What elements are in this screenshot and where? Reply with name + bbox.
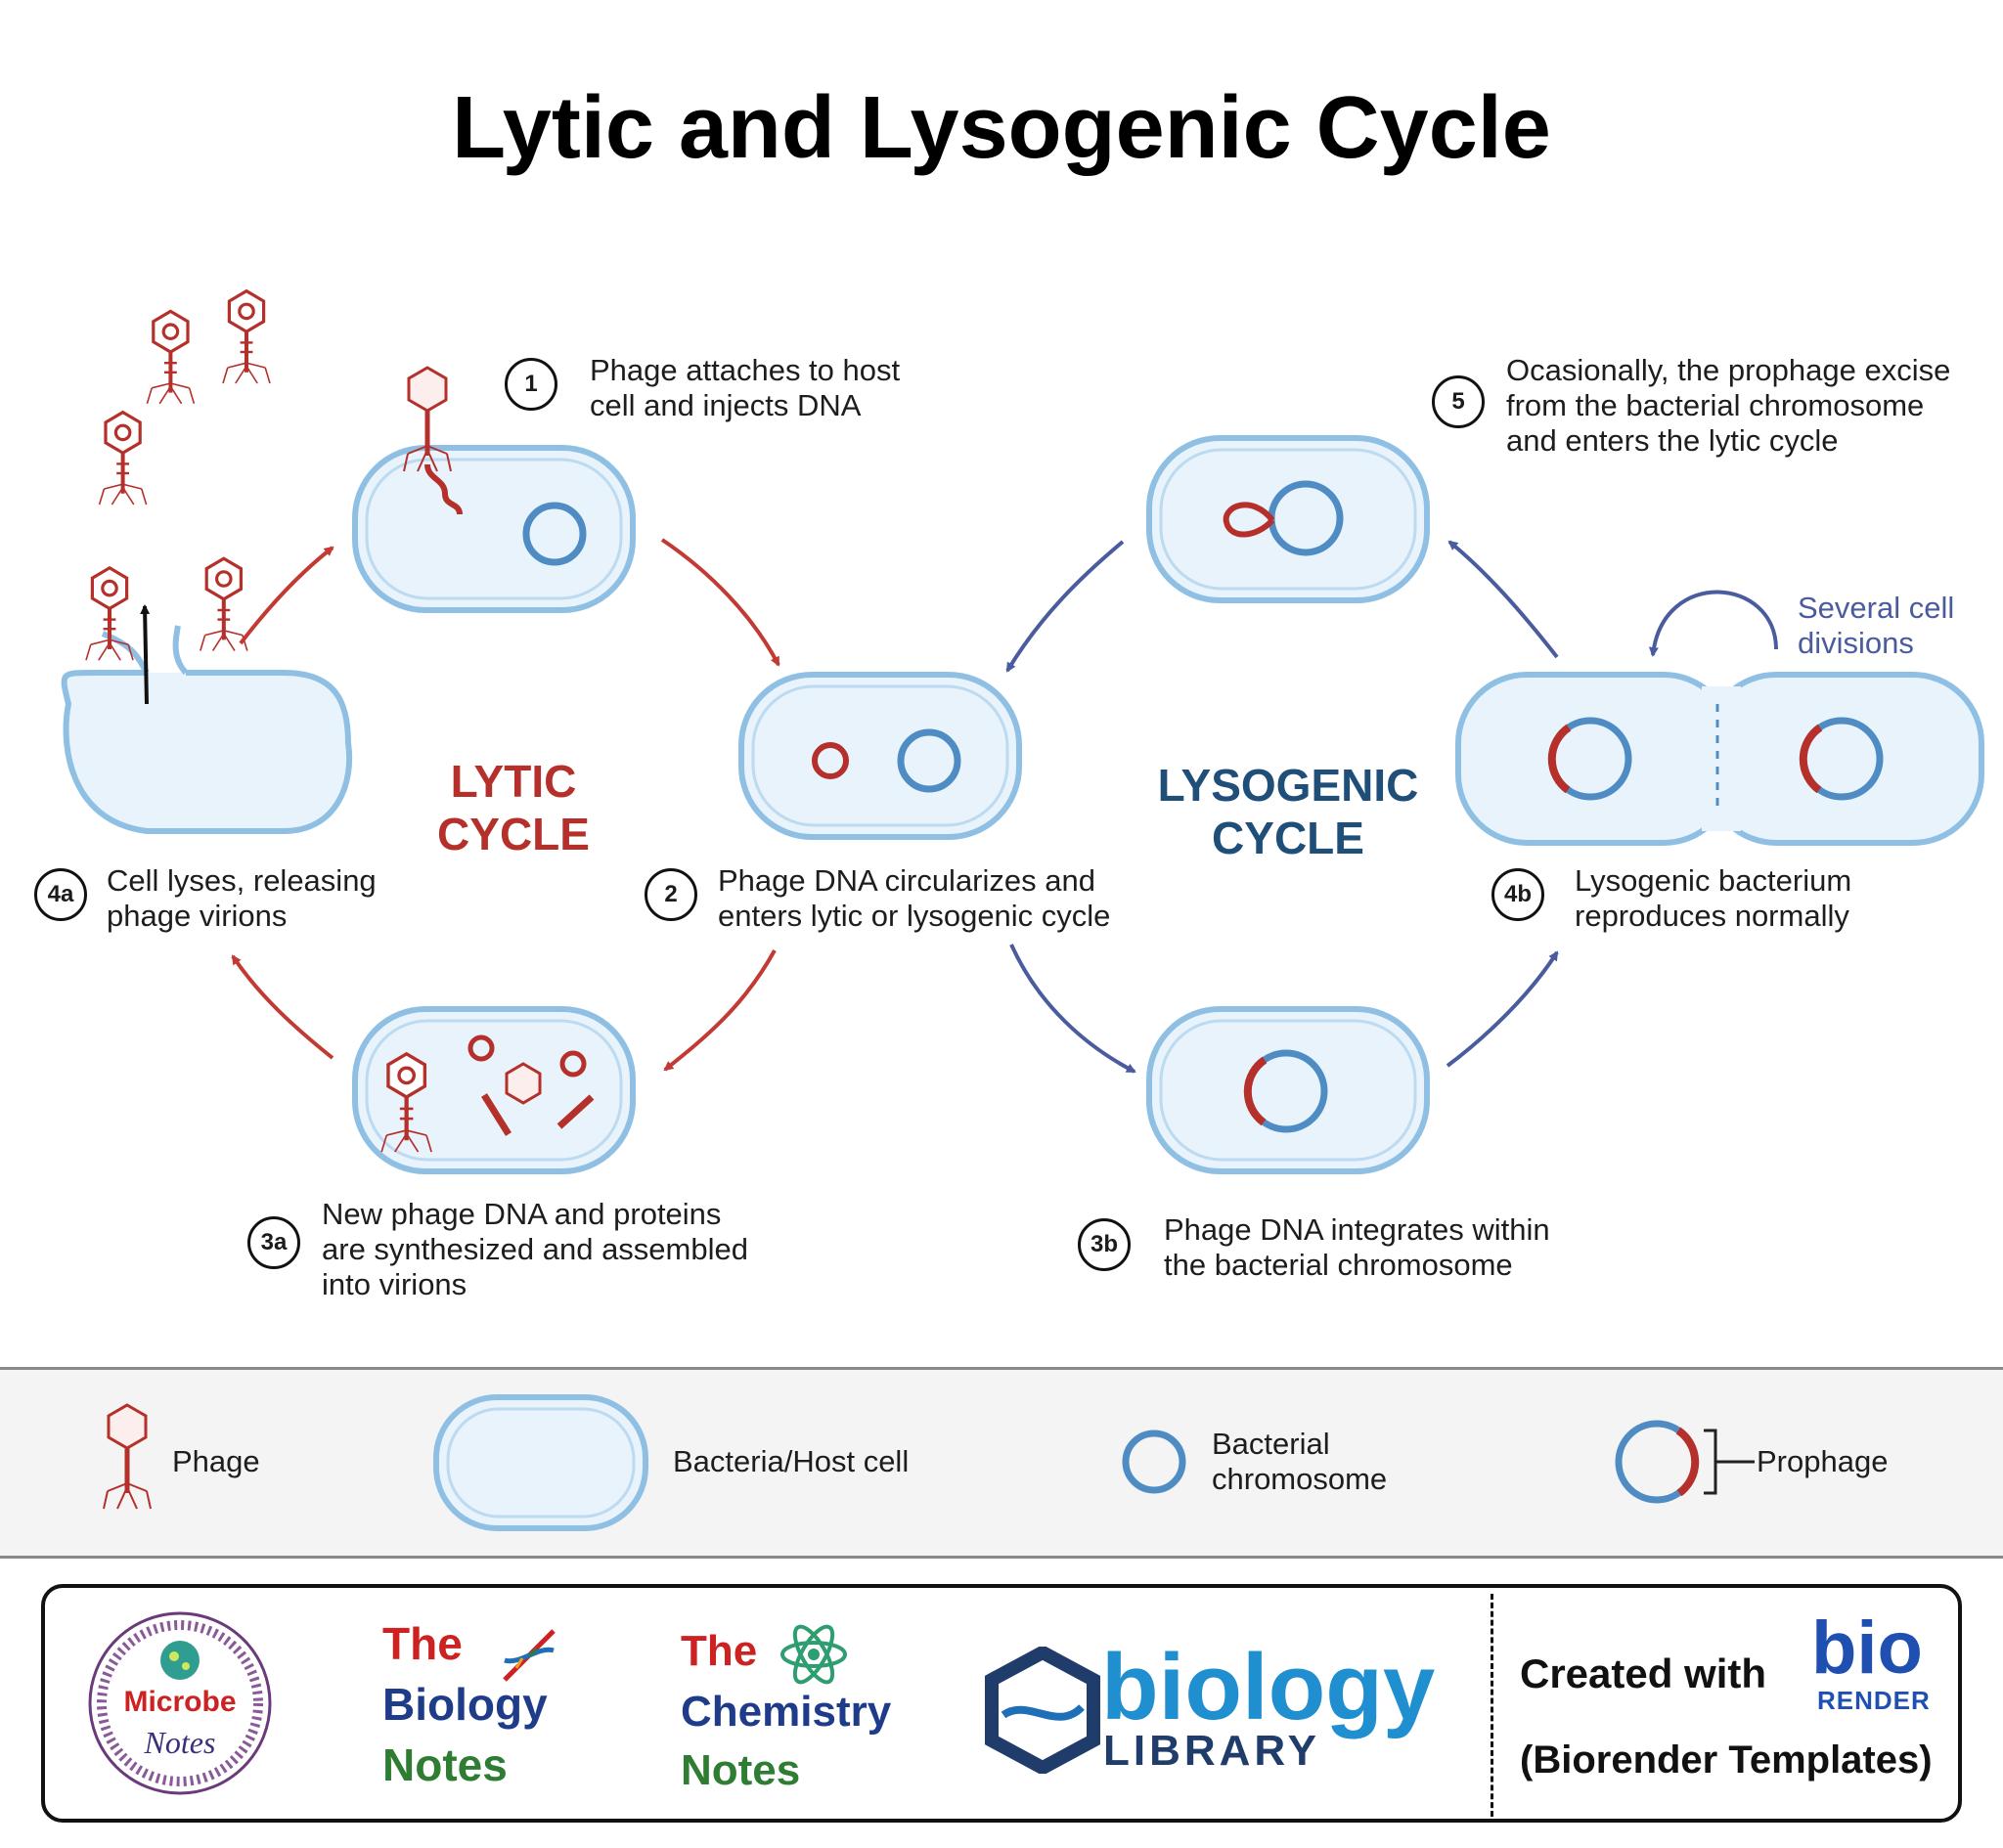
legend-phage-icon [68,1387,186,1544]
arrow-5-to-2 [1005,540,1125,673]
atom-icon [780,1624,847,1685]
cell-lysing [61,604,353,834]
biology-library-line1: biology [1101,1635,1436,1739]
step-number-4b: 4b [1491,868,1544,921]
released-phage-4 [223,291,270,383]
legend-chromosome-label: Bacterial chromosome [1212,1427,1388,1496]
step-text-2: Phage DNA circularizes and enters lytic … [718,863,1111,933]
arrow-4a-to-1 [239,546,334,645]
microbe-notes-logo [88,1611,272,1795]
arrow-2-to-3a [663,949,777,1072]
cell-dividing [1455,590,1984,846]
biology-notes-line1: The [382,1618,463,1669]
legend-prophage-label: Prophage [1757,1444,1889,1478]
cell-excision [1146,435,1430,603]
created-with-text: Created with [1520,1650,1767,1696]
chemistry-notes-line2: Chemistry [681,1688,892,1736]
chemistry-notes-line1: The [681,1627,758,1675]
page-title: Lytic and Lysogenic Cycle [452,79,1551,177]
lysogenic-cycle-label: LYSOGENIC CYCLE [1157,760,1419,863]
legend-host-cell-label: Bacteria/Host cell [673,1444,910,1478]
biology-notes-line2: Biology [382,1679,548,1730]
biology-library-line2: LIBRARY [1103,1727,1320,1775]
arrow-4b-to-5 [1447,540,1559,659]
step-number-2: 2 [645,868,697,921]
cycle-diagram [61,0,1984,1174]
step-number-4a: 4a [34,868,87,921]
several-divisions-annotation: Several cell divisions [1798,591,1955,660]
microbe-notes-line2: Notes [144,1725,216,1760]
arrow-3a-to-4a [231,954,334,1060]
released-phage-3 [147,311,194,403]
released-phage-5 [100,413,147,505]
footer-divider [1491,1594,1493,1817]
lytic-cycle-label: LYTIC CYCLE [437,756,590,859]
legend-chromosome-icon [1122,1430,1186,1494]
cell-synthesis [352,1006,636,1174]
cell-integrated [1146,1006,1430,1174]
arrow-1-to-2 [660,538,780,667]
step-number-3b: 3b [1078,1218,1131,1271]
step-text-3b: Phage DNA integrates within the bacteria… [1164,1212,1550,1282]
biorender-templates-text: (Biorender Templates) [1520,1738,1933,1782]
legend-host-cell-icon [433,1394,648,1531]
biorender-logo-bio: bio [1811,1606,1923,1690]
footer-logos: Microbe Notes The Biology Notes The Chem… [41,1584,1962,1823]
step-number-1: 1 [505,358,557,411]
step-number-5: 5 [1432,375,1485,428]
arrow-3b-to-4b [1446,950,1559,1068]
legend-phage-label: Phage [172,1444,260,1478]
step-text-3a: New phage DNA and proteins are synthesiz… [322,1197,748,1301]
chemistry-notes-line3: Notes [681,1746,801,1794]
step-text-4b: Lysogenic bacterium reproduces normally [1575,863,1852,933]
step-number-3a: 3a [247,1216,300,1269]
microbe-notes-line1: Microbe [123,1686,237,1718]
legend-prophage-icon [1615,1420,1755,1504]
arrow-2-to-3b [1009,944,1136,1074]
step-text-1: Phage attaches to host cell and injects … [590,353,901,422]
step-text-4a: Cell lyses, releasing phage virions [107,863,377,933]
step-text-5: Ocasionally, the prophage excise from th… [1506,353,1951,458]
biorender-logo-render: RENDER [1817,1686,1931,1715]
legend: Phage Bacteria/Host cell Bacterial chrom… [0,1367,2003,1559]
biology-notes-line3: Notes [382,1739,508,1790]
dna-icon [503,1629,556,1682]
released-phage-2 [200,558,247,650]
cell-attachment [352,445,636,613]
cell-circularized [738,672,1022,840]
biology-library-hex-icon [985,1647,1100,1774]
